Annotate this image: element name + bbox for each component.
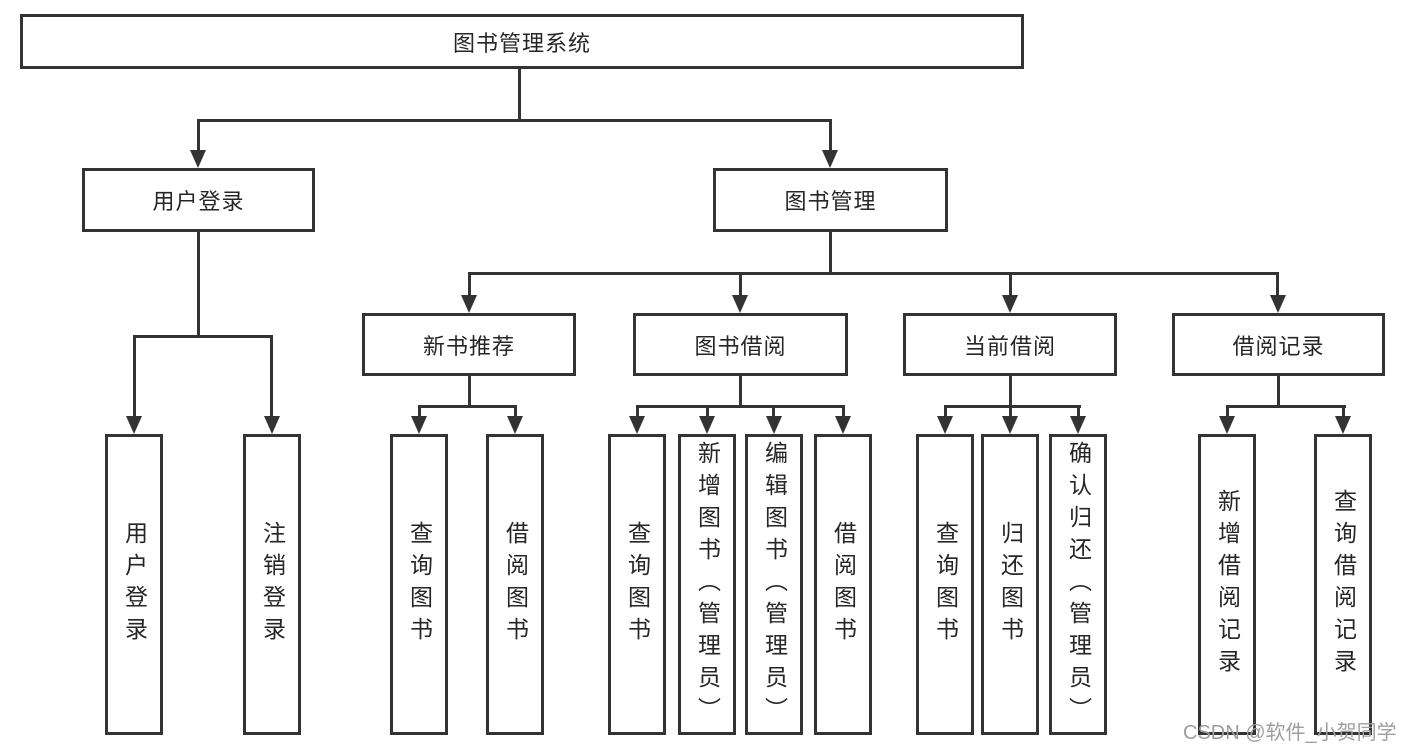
connector-records-stem (1277, 376, 1280, 407)
node-book-management-label: 图书管理 (784, 189, 877, 214)
arrowhead-leaf-query-current (937, 416, 953, 434)
leaf-logout: 注销登录 (243, 434, 301, 735)
connector-to-new-book-recommend (468, 272, 471, 297)
leaf-return-books-label: 归还图书 (997, 520, 1024, 649)
connector-current-stem (1009, 376, 1012, 407)
node-user-login-label: 用户登录 (152, 189, 245, 214)
node-book-management: 图书管理 (713, 168, 948, 232)
connector-book-mgmt-stem (829, 232, 832, 274)
node-borrow-records: 借阅记录 (1172, 313, 1385, 376)
node-new-book-recommend-label: 新书推荐 (422, 333, 515, 359)
leaf-user-login: 用户登录 (105, 434, 163, 735)
node-new-book-recommend: 新书推荐 (362, 313, 576, 376)
connector-to-leaf-confirm-return (1077, 405, 1080, 418)
arrowhead-book-borrowing (732, 295, 748, 313)
leaf-add-borrow-record-label: 新增借阅记录 (1214, 488, 1241, 681)
connector-recommend-bar (418, 405, 517, 408)
leaf-query-borrow-record-label: 查询借阅记录 (1330, 488, 1357, 681)
leaf-user-login-label: 用户登录 (121, 520, 148, 649)
leaf-confirm-return-admin: 确认归还（管理员） (1049, 434, 1107, 735)
arrowhead-borrow-records (1270, 295, 1286, 313)
node-user-login: 用户登录 (82, 168, 315, 232)
arrowhead-leaf-confirm-return (1070, 416, 1086, 434)
connector-root-stem (518, 69, 521, 121)
connector-to-leaf-logout (270, 335, 273, 418)
node-current-borrowing: 当前借阅 (903, 313, 1117, 376)
connector-to-borrow-records (1276, 272, 1279, 297)
connector-to-book-borrowing (739, 272, 742, 297)
connector-borrowing-stem (739, 376, 742, 407)
leaf-query-books-current: 查询图书 (916, 434, 974, 735)
connector-to-user-login (197, 119, 200, 152)
arrowhead-leaf-return-books (1002, 416, 1018, 434)
leaf-edit-books-admin: 编辑图书（管理员） (745, 434, 803, 735)
node-book-borrowing: 图书借阅 (633, 313, 848, 376)
leaf-query-books-current-label: 查询图书 (932, 520, 959, 649)
connector-to-leaf-return-books (1009, 405, 1012, 418)
connector-to-book-management (829, 119, 832, 152)
arrowhead-leaf-query-recommend (411, 416, 427, 434)
arrowhead-leaf-add-record (1219, 416, 1235, 434)
leaf-query-books-borrowing: 查询图书 (608, 434, 666, 735)
leaf-borrow-books-recommend-label: 借阅图书 (502, 520, 529, 649)
arrowhead-leaf-user-login (126, 416, 142, 434)
connector-current-bar (944, 405, 1081, 408)
connector-to-leaf-borrow-books (842, 405, 845, 418)
arrowhead-book-management (822, 150, 838, 168)
connector-recommend-stem (468, 376, 471, 407)
arrowhead-leaf-borrow-recommend (507, 416, 523, 434)
arrowhead-leaf-borrow-books (835, 416, 851, 434)
arrowhead-leaf-logout (264, 416, 280, 434)
node-root-library-system: 图书管理系统 (20, 14, 1024, 69)
node-book-borrowing-label: 图书借阅 (694, 333, 787, 359)
connector-to-leaf-user-login (133, 335, 136, 418)
leaf-add-borrow-record: 新增借阅记录 (1198, 434, 1256, 735)
arrowhead-leaf-query-record (1335, 416, 1351, 434)
leaf-borrow-books-recommend: 借阅图书 (486, 434, 544, 735)
connector-to-leaf-query-current (944, 405, 947, 418)
leaf-edit-books-admin-label: 编辑图书（管理员） (761, 440, 788, 729)
arrowhead-current-borrowing (1002, 295, 1018, 313)
connector-to-leaf-add-record (1226, 405, 1229, 418)
connector-to-leaf-add-books (706, 405, 709, 418)
connector-user-login-stem (197, 232, 200, 337)
node-root-label: 图书管理系统 (452, 30, 591, 56)
leaf-borrow-books-label: 借阅图书 (830, 520, 857, 649)
csdn-watermark: CSDN @软件_小贺同学 (1183, 722, 1397, 744)
arrowhead-leaf-add-books (699, 416, 715, 434)
leaf-logout-label: 注销登录 (259, 520, 286, 649)
arrowhead-leaf-query-borrowing (629, 416, 645, 434)
leaf-add-books-admin: 新增图书（管理员） (678, 434, 736, 735)
leaf-query-books-recommend: 查询图书 (390, 434, 448, 735)
connector-book-mgmt-bar (468, 272, 1279, 275)
connector-records-bar (1226, 405, 1346, 408)
node-current-borrowing-label: 当前借阅 (963, 333, 1056, 359)
connector-to-leaf-borrow-recommend (514, 405, 517, 418)
connector-to-leaf-query-borrowing (636, 405, 639, 418)
connector-to-leaf-query-recommend (418, 405, 421, 418)
arrowhead-new-book-recommend (461, 295, 477, 313)
leaf-query-borrow-record: 查询借阅记录 (1314, 434, 1372, 735)
arrowhead-user-login (190, 150, 206, 168)
leaf-confirm-return-admin-label: 确认归还（管理员） (1065, 440, 1092, 729)
connector-user-login-bar (133, 335, 273, 338)
connector-to-leaf-edit-books (772, 405, 775, 418)
leaf-add-books-admin-label: 新增图书（管理员） (694, 440, 721, 729)
leaf-query-books-recommend-label: 查询图书 (406, 520, 433, 649)
connector-to-leaf-query-record (1342, 405, 1345, 418)
node-borrow-records-label: 借阅记录 (1232, 333, 1325, 359)
leaf-borrow-books: 借阅图书 (814, 434, 872, 735)
leaf-return-books: 归还图书 (981, 434, 1039, 735)
leaf-query-books-borrowing-label: 查询图书 (624, 520, 651, 649)
connector-borrowing-bar (636, 405, 845, 408)
connector-to-current-borrowing (1009, 272, 1012, 297)
arrowhead-leaf-edit-books (766, 416, 782, 434)
connector-root-bar (197, 119, 831, 122)
